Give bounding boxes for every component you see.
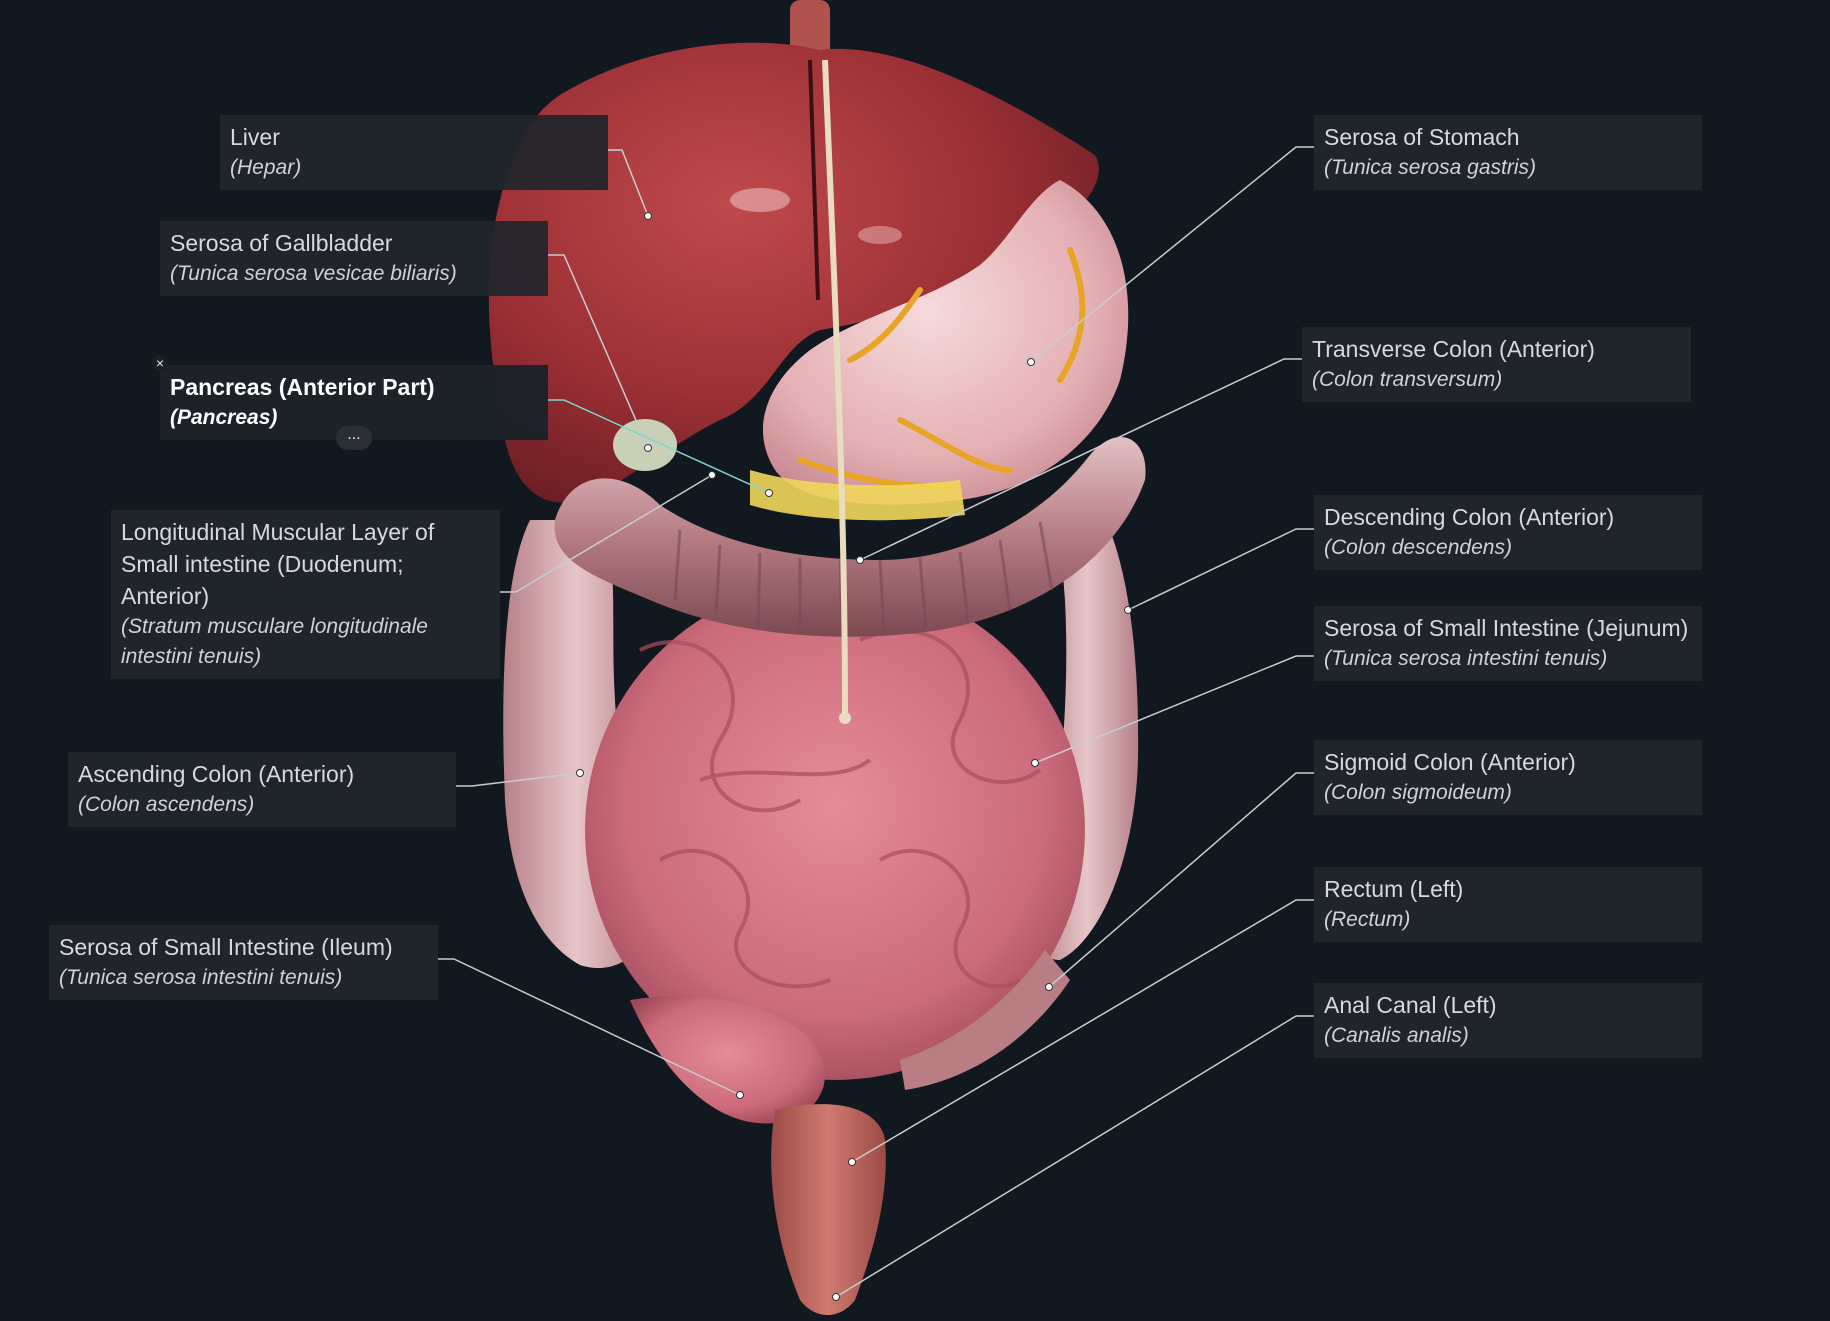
label-sigmoid-colon[interactable]: Sigmoid Colon (Anterior) (Colon sigmoide… xyxy=(1314,740,1702,815)
tube-shape xyxy=(822,59,848,716)
small-intestine-mass[interactable] xyxy=(585,580,1085,1080)
label-name: Rectum (Left) xyxy=(1324,876,1464,902)
label-name: Anal Canal (Left) xyxy=(1324,992,1497,1018)
label-latin: (Pancreas) xyxy=(170,406,278,429)
label-latin: (Canalis analis) xyxy=(1324,1024,1469,1047)
small-intestine-loops xyxy=(639,629,1042,989)
tube-tip xyxy=(839,712,851,724)
leader-anal-canal xyxy=(835,1015,1314,1298)
liver-fissure xyxy=(808,59,820,301)
transverse-colon-shape[interactable] xyxy=(554,436,1146,637)
close-label-icon[interactable]: × xyxy=(152,355,168,371)
leader-pancreas xyxy=(548,399,770,494)
label-stomach[interactable]: Serosa of Stomach (Tunica serosa gastris… xyxy=(1314,115,1702,190)
leader-duodenum xyxy=(500,474,713,593)
pancreas-shape[interactable] xyxy=(750,470,965,521)
label-gallbladder[interactable]: Serosa of Gallbladder (Tunica serosa ves… xyxy=(160,221,548,296)
leader-sigmoid-colon xyxy=(1048,772,1314,988)
label-name: Pancreas (Anterior Part) xyxy=(170,374,435,400)
label-latin: (Rectum) xyxy=(1324,908,1411,931)
label-latin: (Tunica serosa vesicae biliaris) xyxy=(170,262,457,285)
leader-ascending-colon xyxy=(456,772,581,787)
leader-stomach xyxy=(1030,146,1314,363)
label-latin: (Hepar) xyxy=(230,156,302,179)
label-latin: (Colon ascendens) xyxy=(78,793,255,816)
leader-jejunum xyxy=(1034,655,1314,764)
label-descending-colon[interactable]: Descending Colon (Anterior) (Colon desce… xyxy=(1314,495,1702,570)
label-name: Serosa of Small Intestine (Jejunum) xyxy=(1324,615,1689,641)
leader-descending-colon xyxy=(1127,528,1314,611)
rectum-shape[interactable] xyxy=(771,1104,886,1315)
label-name: Ascending Colon (Anterior) xyxy=(78,761,355,787)
label-transverse-colon[interactable]: Transverse Colon (Anterior) (Colon trans… xyxy=(1302,327,1691,402)
label-latin: (Stratum musculare longitudinale intesti… xyxy=(121,615,428,668)
label-name: Descending Colon (Anterior) xyxy=(1324,504,1615,530)
stomach-shape[interactable] xyxy=(762,180,1129,505)
label-ascending-colon[interactable]: Ascending Colon (Anterior) (Colon ascend… xyxy=(68,752,456,827)
label-latin: (Colon descendens) xyxy=(1324,536,1512,559)
more-options-icon[interactable]: ... xyxy=(336,426,372,450)
leader-rectum xyxy=(851,899,1314,1163)
label-pancreas-selected[interactable]: Pancreas (Anterior Part) (Pancreas) xyxy=(160,365,548,440)
leader-anchor-dots xyxy=(576,212,1132,1301)
label-liver[interactable]: Liver (Hepar) xyxy=(220,115,608,190)
label-jejunum[interactable]: Serosa of Small Intestine (Jejunum) (Tun… xyxy=(1314,606,1702,681)
label-ileum[interactable]: Serosa of Small Intestine (Ileum) (Tunic… xyxy=(49,925,438,1000)
label-name: Serosa of Small Intestine (Ileum) xyxy=(59,934,393,960)
label-latin: (Tunica serosa intestini tenuis) xyxy=(59,966,343,989)
gallbladder-shape[interactable] xyxy=(613,419,677,471)
label-duodenum[interactable]: Longitudinal Muscular Layer of Small int… xyxy=(111,510,500,679)
label-latin: (Tunica serosa intestini tenuis) xyxy=(1324,647,1608,670)
label-name: Longitudinal Muscular Layer of Small int… xyxy=(121,519,435,609)
label-anal-canal[interactable]: Anal Canal (Left) (Canalis analis) xyxy=(1314,983,1702,1058)
liver-shape[interactable] xyxy=(488,42,1099,503)
label-name: Sigmoid Colon (Anterior) xyxy=(1324,749,1576,775)
leader-liver xyxy=(608,149,649,217)
liver-highlight xyxy=(858,226,902,244)
ileum-shape[interactable] xyxy=(630,996,825,1124)
leader-lines xyxy=(438,146,1314,1298)
sigmoid-colon-shape[interactable] xyxy=(900,950,1070,1090)
leader-transverse-colon xyxy=(859,358,1302,561)
label-name: Transverse Colon (Anterior) xyxy=(1312,336,1595,362)
label-name: Liver xyxy=(230,124,280,150)
leader-gallbladder xyxy=(548,254,649,449)
stomach-fat-vessels xyxy=(797,247,1086,489)
label-latin: (Colon transversum) xyxy=(1312,368,1503,391)
label-latin: (Colon sigmoideum) xyxy=(1324,781,1512,804)
liver-highlight xyxy=(730,188,790,212)
leader-ileum xyxy=(438,958,741,1096)
label-name: Serosa of Gallbladder xyxy=(170,230,393,256)
label-latin: (Tunica serosa gastris) xyxy=(1324,156,1537,179)
label-name: Serosa of Stomach xyxy=(1324,124,1520,150)
label-rectum[interactable]: Rectum (Left) (Rectum) xyxy=(1314,867,1702,942)
